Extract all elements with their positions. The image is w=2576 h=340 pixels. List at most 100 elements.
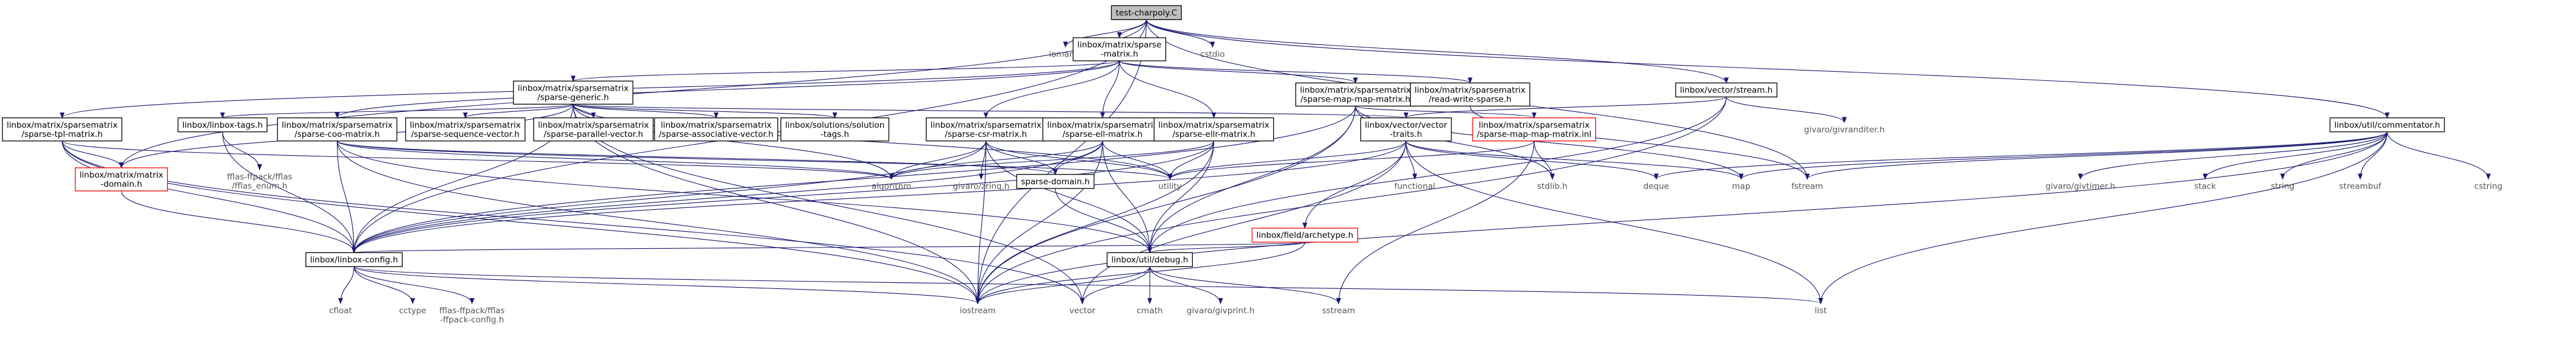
node-label: givaro/zring.h: [953, 182, 1010, 192]
node-label: linbox/matrix/sparsematrix: [1300, 85, 1411, 95]
node-ellr[interactable]: linbox/matrix/sparsematrix/sparse-ellr-m…: [1153, 117, 1274, 142]
node-smminl[interactable]: linbox/matrix/sparsematrix/sparse-map-ma…: [1472, 117, 1596, 142]
edge-commentator-to-deque: [1654, 131, 2388, 180]
node-box: [1472, 117, 1596, 142]
node-givzring: givaro/zring.h: [953, 182, 1010, 192]
node-box: [1111, 5, 1182, 20]
node-label: linbox/matrix/sparsematrix: [7, 120, 117, 130]
node-box: [1295, 82, 1416, 107]
node-sdomain[interactable]: sparse-domain.h: [1016, 174, 1095, 189]
node-label: -domain.h: [100, 179, 142, 189]
edge-ellr-to-debug: [1147, 141, 1215, 254]
node-box: [305, 252, 403, 268]
node-label: /sparse-ell-matrix.h: [1063, 130, 1143, 139]
node-label: /sparse-sequence-vector.h: [411, 130, 519, 139]
node-sstream: sstream: [1322, 306, 1355, 316]
node-label: stdlib.h: [1537, 182, 1567, 192]
edge-sparse_matrix-to-smm: [1119, 60, 1358, 84]
node-stdlib: stdlib.h: [1537, 182, 1567, 192]
edge-vtraits-to-utility: [1167, 141, 1407, 180]
node-ffenum: fflas-ffpack/fflas/fflas_enum.h: [227, 172, 293, 191]
node-box: [1153, 117, 1274, 142]
edge-coo-to-utility: [336, 141, 1173, 180]
node-coo[interactable]: linbox/matrix/sparsematrix/sparse-coo-ma…: [277, 117, 398, 142]
node-sparse-generic[interactable]: linbox/matrix/sparsematrix/sparse-generi…: [513, 80, 634, 105]
edge-ellr-to-algorithm: [889, 141, 1215, 180]
node-fstream: fstream: [1791, 182, 1823, 192]
edge-tpl-to-vector: [61, 141, 1085, 305]
node-label: cstring: [2474, 182, 2502, 192]
edge-stream-to-iostream: [975, 97, 1727, 305]
node-ell[interactable]: linbox/matrix/sparsematrix/sparse-ell-ma…: [1042, 117, 1163, 142]
node-label: linbox/matrix/sparse: [1077, 40, 1161, 50]
node-label: /sparse-csr-matrix.h: [945, 130, 1027, 139]
node-utility: utility: [1158, 182, 1181, 192]
node-archetype[interactable]: linbox/field/archetype.h: [1251, 227, 1358, 243]
node-box: [1042, 117, 1163, 142]
edge-ell-to-config: [352, 141, 1103, 254]
node-label: vector: [1069, 306, 1095, 316]
edge-vtraits-to-map: [1405, 141, 1744, 180]
node-label: linbox/linbox-config.h: [310, 255, 398, 265]
edge-smm-to-debug: [1147, 106, 1356, 254]
edge-coo-to-sdomain: [336, 141, 1058, 175]
edge-ellr-to-config: [352, 141, 1215, 254]
node-commentator[interactable]: linbox/util/commentator.h: [2329, 117, 2445, 133]
node-label: linbox/util/commentator.h: [2335, 120, 2440, 130]
node-streambuf: streambuf: [2339, 182, 2382, 192]
node-label: /sparse-map-map-matrix.h: [1300, 94, 1411, 104]
node-box: [75, 167, 168, 192]
node-config[interactable]: linbox/linbox-config.h: [305, 252, 403, 268]
edge-ell-to-iostream: [975, 141, 1103, 305]
edge-tags-to-ffenum: [222, 131, 262, 170]
node-domain[interactable]: linbox/matrix/matrix-domain.h: [75, 167, 168, 192]
node-vtraits[interactable]: linbox/vector/vector-traits.h: [1360, 117, 1452, 142]
node-root[interactable]: test-charpoly.C: [1111, 5, 1182, 20]
node-functional: functional: [1394, 182, 1435, 192]
node-givtimer: givaro/givtimer.h: [2046, 182, 2116, 192]
edge-stream-to-vtraits: [1403, 96, 1727, 119]
node-seq[interactable]: linbox/matrix/sparsematrix/sparse-sequen…: [405, 117, 526, 142]
node-label: /sparse-tpl-matrix.h: [21, 130, 103, 139]
node-csr[interactable]: linbox/matrix/sparsematrix/sparse-csr-ma…: [926, 117, 1046, 142]
node-par[interactable]: linbox/matrix/sparsematrix/sparse-parall…: [533, 117, 654, 142]
node-box: [1072, 37, 1167, 61]
node-soltags[interactable]: linbox/solutions/solution-tags.h: [780, 117, 889, 142]
node-label: cstdio: [1200, 50, 1224, 60]
node-givaranditer: givaro/givranditer.h: [1804, 125, 1884, 135]
node-sparse-matrix[interactable]: linbox/matrix/sparse-matrix.h: [1072, 37, 1167, 61]
node-cstring: cstring: [2474, 182, 2502, 192]
edge-debug-to-iostream: [975, 266, 1150, 305]
edge-config-to-list: [353, 266, 1823, 305]
node-label: /fflas_enum.h: [232, 181, 287, 191]
edge-config-to-cctype: [353, 266, 415, 305]
node-box: [2, 117, 122, 142]
node-box: [2329, 117, 2445, 133]
node-box: [178, 117, 268, 133]
node-cctype: cctype: [399, 306, 426, 316]
node-label: linbox/matrix/sparsematrix: [1158, 120, 1269, 130]
edge-smm-to-smminl: [1355, 105, 1536, 119]
node-stream[interactable]: linbox/vector/stream.h: [1675, 82, 1778, 98]
node-label: stack: [2194, 182, 2216, 192]
edge-sparse_generic-to-vtraits: [572, 103, 1408, 119]
node-smm[interactable]: linbox/matrix/sparsematrix/sparse-map-ma…: [1295, 82, 1416, 107]
node-rws[interactable]: linbox/matrix/sparsematrix/read-write-sp…: [1410, 82, 1530, 107]
node-tpl[interactable]: linbox/matrix/sparsematrix/sparse-tpl-ma…: [2, 117, 122, 142]
edge-sparse_matrix-to-sparse_generic: [571, 60, 1120, 82]
node-box: [1016, 174, 1095, 189]
edge-smminl-to-utility: [1167, 141, 1535, 180]
edge-vtraits-to-deque: [1405, 141, 1659, 180]
edge-sparse_generic-to-tags: [220, 103, 574, 119]
node-label: linbox/vector/stream.h: [1680, 85, 1773, 95]
node-tags[interactable]: linbox/linbox-tags.h: [178, 117, 268, 133]
node-algorithm: algorithm: [872, 182, 911, 192]
node-assoc[interactable]: linbox/matrix/sparsematrix/sparse-associ…: [654, 117, 779, 142]
edge-ellr-to-utility: [1167, 141, 1215, 180]
node-label: algorithm: [872, 182, 911, 192]
edge-sparse_generic-to-utility: [572, 104, 1173, 180]
node-debug[interactable]: linbox/util/debug.h: [1106, 252, 1193, 268]
node-label: sstream: [1322, 306, 1355, 316]
edge-config-to-cfloat: [338, 266, 355, 305]
edge-commentator-to-list: [1818, 131, 2388, 305]
